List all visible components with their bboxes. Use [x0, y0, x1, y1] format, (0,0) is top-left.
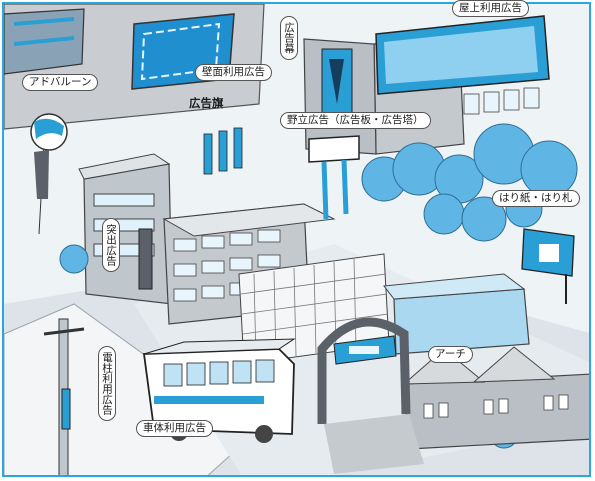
label-flag: 広告旗: [189, 96, 224, 110]
label-ad-balloon: アドバルーン: [22, 74, 99, 91]
label-arch: アーチ: [428, 346, 473, 363]
label-rooftop: 屋上利用広告: [452, 0, 529, 17]
label-vehicle: 車体利用広告: [136, 420, 213, 437]
label-banner-curtain: 広告幕: [280, 16, 298, 60]
label-wall: 壁面利用広告: [195, 64, 272, 81]
arch: [317, 317, 411, 424]
label-standing: 野立広告（広告板・広告塔）: [280, 112, 431, 129]
label-utility-pole: 電柱利用広告: [98, 346, 116, 421]
flags: [203, 127, 243, 175]
label-poster: はり紙・はり札: [492, 190, 580, 207]
building-projecting: [83, 163, 173, 305]
standing-billboard: [308, 135, 360, 163]
projecting-sign: [138, 228, 153, 290]
label-projecting: 突出広告: [102, 218, 120, 272]
bus: [142, 338, 296, 443]
